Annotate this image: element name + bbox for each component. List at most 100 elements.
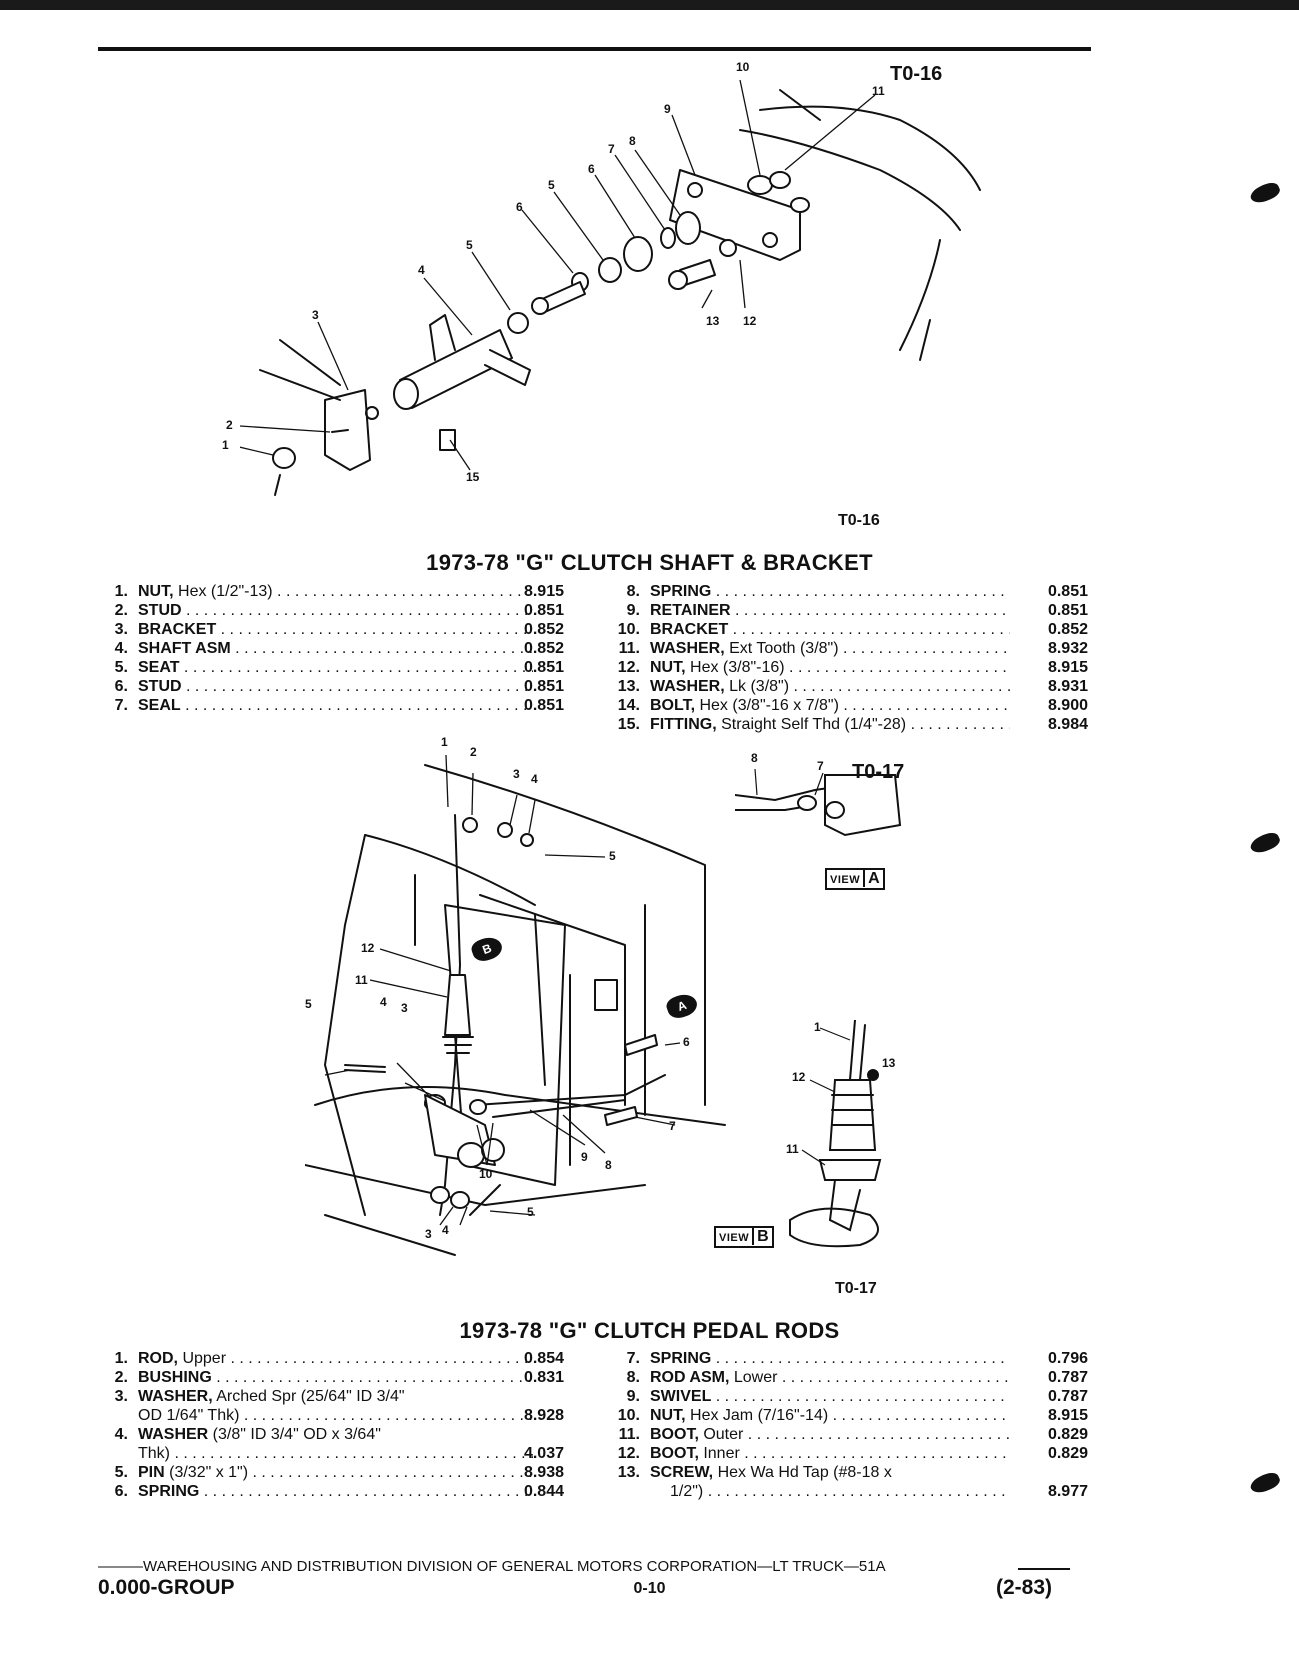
- part-row: 2.BUSHING0.831: [98, 1368, 570, 1387]
- callout-7-view-a: 7: [817, 759, 824, 773]
- view-b-drawing: [789, 1020, 882, 1248]
- lower-rod: [474, 1074, 666, 1106]
- callout-8: 7: [608, 142, 615, 156]
- callout-1: 1: [441, 735, 448, 749]
- part-row: 8.SPRING0.851: [600, 582, 1095, 601]
- part-row: 8.ROD ASM, Lower0.787: [600, 1368, 1095, 1387]
- callout-12: 11: [872, 84, 885, 98]
- callout-7: 6: [588, 162, 595, 176]
- callout-2: 2: [226, 418, 233, 432]
- callout-9: 9: [581, 1150, 588, 1164]
- clutch-pedal-rods-diagram: B A 1 2 3 4 5 12 11 4 3 5 6 7 9 8 10 3 4…: [305, 735, 905, 1285]
- part-row: 1.ROD, Upper0.854: [98, 1349, 570, 1368]
- part-row: 7.SPRING0.796: [600, 1349, 1095, 1368]
- callout-4c: 4: [442, 1223, 449, 1237]
- callout-3: 3: [312, 308, 319, 322]
- footer-dash: [1018, 1568, 1070, 1570]
- part-row: 15.FITTING, Straight Self Thd (1/4"-28)8…: [600, 715, 1095, 734]
- callout-6: 6: [516, 200, 523, 214]
- callout-11: 11: [355, 973, 368, 987]
- callout-9: 8: [629, 134, 636, 148]
- view-b-inset: 1 12 13 11: [780, 1020, 910, 1250]
- header-rule: [98, 47, 1091, 51]
- part-row: 7.SEAL0.851: [98, 696, 570, 715]
- callout-6: 6: [683, 1035, 690, 1049]
- binder-mark: [1248, 179, 1282, 207]
- callout-1-view-b: 1: [814, 1020, 821, 1034]
- callout-5b: 5: [305, 997, 312, 1011]
- callout-13: 12: [743, 314, 757, 328]
- part-row: 3.WASHER, Arched Spr (25/64" ID 3/4": [114, 1388, 405, 1405]
- figure-caption-t017: T0-17: [835, 1280, 877, 1297]
- callout-15: 15: [466, 470, 480, 484]
- footer-group: 0.000-GROUP: [98, 1576, 235, 1599]
- part-row: 11.WASHER, Ext Tooth (3/8")8.932: [600, 639, 1095, 658]
- footer-division-line: ———WAREHOUSING AND DISTRIBUTION DIVISION…: [98, 1558, 886, 1575]
- view-a-drawing: [735, 768, 902, 837]
- parts-list-rods-right: 7.SPRING0.796 8.ROD ASM, Lower0.787 9.SW…: [600, 1349, 1095, 1501]
- callout-8: 8: [605, 1158, 612, 1172]
- page-top-edge: [0, 0, 1299, 10]
- callout-10: 10: [479, 1167, 493, 1181]
- figure-label-t017: T0-17: [852, 761, 905, 783]
- callout-13-view-b: 13: [882, 1056, 896, 1070]
- binder-mark: [1248, 829, 1282, 857]
- part-row: 6.STUD0.851: [98, 677, 570, 696]
- footer-page-number: 0-10: [633, 1580, 666, 1597]
- callout-14: 13: [706, 314, 720, 328]
- callout-11: 10: [736, 60, 750, 74]
- footer-date: (2-83): [996, 1576, 1053, 1599]
- callout-10: 9: [664, 102, 671, 116]
- callout-5b: 5: [466, 238, 473, 252]
- callout-5c: 5: [527, 1205, 534, 1219]
- callout-4b: 4: [380, 995, 387, 1009]
- pedal-rods-drawing: [305, 754, 726, 1256]
- binder-mark: [1248, 1469, 1282, 1497]
- callout-8-view-a: 8: [751, 751, 758, 765]
- part-row: 13.WASHER, Lk (3/8")8.931: [600, 677, 1095, 696]
- frame-outline: [759, 105, 981, 191]
- part-row: 2.STUD0.851: [98, 601, 570, 620]
- part-row: 5.PIN (3/32" x 1")8.938: [98, 1463, 570, 1482]
- callout-3b: 3: [401, 1001, 408, 1015]
- part-row: 5.SEAT0.851: [98, 658, 570, 677]
- part-row: 12.NUT, Hex (3/8"-16)8.915: [600, 658, 1095, 677]
- section-title-pedal-rods: 1973-78 "G" CLUTCH PEDAL RODS: [459, 1318, 840, 1343]
- callout-3c: 3: [425, 1227, 432, 1241]
- callout-12: 12: [361, 941, 375, 955]
- part-row: 1.NUT, Hex (1/2"-13)8.915: [98, 582, 570, 601]
- part-row: 10.BRACKET0.852: [600, 620, 1095, 639]
- parts-list-shaft-left: 1.NUT, Hex (1/2"-13)8.915 2.STUD0.851 3.…: [98, 582, 570, 715]
- part-row: 14.BOLT, Hex (3/8"-16 x 7/8")8.900: [600, 696, 1095, 715]
- dash-outline: [424, 764, 706, 1106]
- part-row: 6.SPRING0.844: [98, 1482, 570, 1501]
- part-row: 9.RETAINER0.851: [600, 601, 1095, 620]
- parts-list-shaft-right: 8.SPRING0.851 9.RETAINER0.851 10.BRACKET…: [600, 582, 1095, 734]
- callout-4: 4: [418, 263, 425, 277]
- part-row: 4.SHAFT ASM0.852: [98, 639, 570, 658]
- part-row: OD 1/64" Thk)8.928: [98, 1406, 570, 1425]
- part-row: Thk)4.037: [98, 1444, 570, 1463]
- callout-1: 1: [222, 438, 229, 452]
- callout-12-view-b: 12: [792, 1070, 806, 1084]
- callout-7: 7: [669, 1119, 676, 1133]
- callout-2: 2: [470, 745, 477, 759]
- callout-5a: 5: [548, 178, 555, 192]
- part-row: 9.SWIVEL0.787: [600, 1387, 1095, 1406]
- view-a-inset: 8 7: [735, 751, 905, 850]
- callout-3: 3: [513, 767, 520, 781]
- clutch-shaft-drawing: [240, 79, 981, 496]
- part-row: 10.NUT, Hex Jam (7/16"-14)8.915: [600, 1406, 1095, 1425]
- section-title-clutch-shaft: 1973-78 "G" CLUTCH SHAFT & BRACKET: [426, 550, 873, 575]
- figure-label-t016: T0-16: [890, 63, 943, 85]
- callout-4: 4: [531, 772, 538, 786]
- part-row: 11.BOOT, Outer0.829: [600, 1425, 1095, 1444]
- part-row: 4.WASHER (3/8" ID 3/4" OD x 3/64": [114, 1426, 381, 1443]
- parts-list-rods-left: 1.ROD, Upper0.854 2.BUSHING0.831 3.WASHE…: [98, 1349, 570, 1501]
- part-row: 12.BOOT, Inner0.829: [600, 1444, 1095, 1463]
- callout-5: 5: [609, 849, 616, 863]
- clutch-shaft-diagram: 10 11 9 8 7 6 5 6 5 4 3 2 1 13 12 15: [222, 60, 1000, 520]
- part-row: 1/2")8.977: [600, 1482, 1095, 1501]
